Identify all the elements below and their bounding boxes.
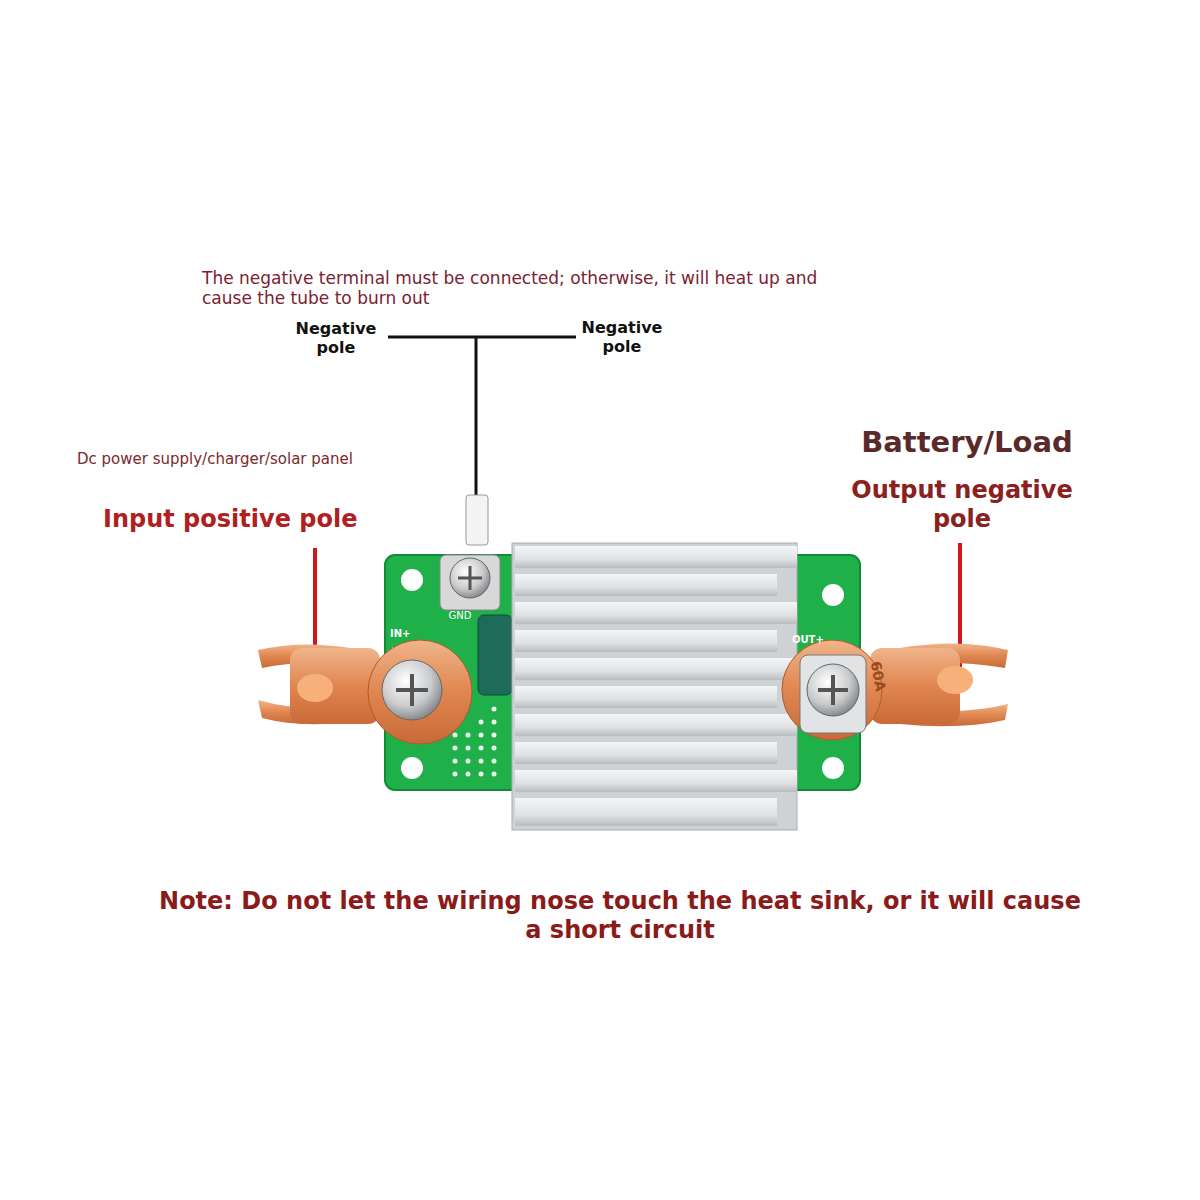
ring-terminal xyxy=(258,640,472,744)
terminal-label: Input positive pole xyxy=(103,505,403,534)
leader-line xyxy=(388,337,576,500)
pin-name: IN+ xyxy=(390,628,430,640)
source-label: Dc power supply/charger/solar panel xyxy=(77,450,377,468)
terminal-label: Negative pole xyxy=(576,318,668,356)
ring-terminal xyxy=(782,640,1008,740)
pin-name: OUT+ xyxy=(792,634,842,646)
terminal-label: Negative pole xyxy=(290,319,382,357)
gnd-terminal xyxy=(440,495,500,610)
warning-note: Note: Do not let the wiring nose touch t… xyxy=(150,887,1090,945)
load-label: Battery/Load xyxy=(817,425,1117,460)
terminal-label: Output negative pole xyxy=(832,476,1092,534)
pin-name: GND xyxy=(440,610,480,622)
capacitor xyxy=(478,615,512,695)
heatsink xyxy=(512,543,797,830)
warning-note: The negative terminal must be connected;… xyxy=(202,268,842,309)
